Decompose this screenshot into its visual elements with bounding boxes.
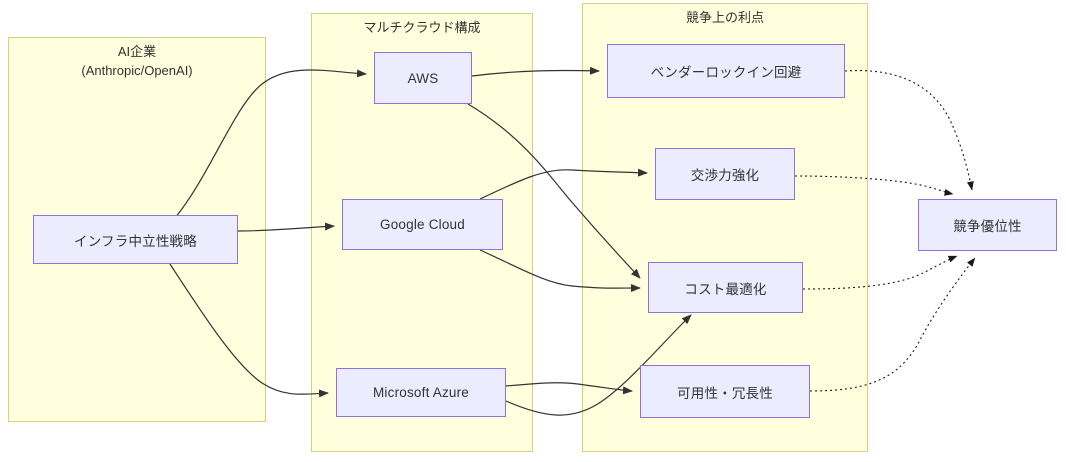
- node-negotiation[interactable]: 交渉力強化: [655, 148, 795, 200]
- node-advantage[interactable]: 競争優位性: [918, 199, 1057, 251]
- edge-strategy-gcp: [237, 222, 335, 232]
- cluster-competitive-benefits-title: 競争上の利点: [582, 8, 868, 27]
- cluster-ai-company-title: AI企業 (Anthropic/OpenAI): [8, 42, 266, 80]
- edge-availability-advantage: [809, 257, 976, 392]
- edge-vendor-lockin-advantage: [844, 70, 974, 191]
- cluster-multicloud-title-line1: マルチクラウド構成: [363, 20, 481, 35]
- cluster-ai-company-title-line2: (Anthropic/OpenAI): [81, 63, 193, 78]
- node-cost[interactable]: コスト最適化: [648, 262, 803, 313]
- node-strategy[interactable]: インフラ中立性戦略: [33, 215, 238, 264]
- node-gcp[interactable]: Google Cloud: [342, 199, 503, 250]
- edge-aws-vendor-lockin: [471, 66, 600, 77]
- edge-strategy-azure: [169, 263, 329, 398]
- node-azure[interactable]: Microsoft Azure: [336, 368, 506, 417]
- edge-gcp-cost: [479, 249, 641, 293]
- edge-gcp-negotiation: [479, 168, 648, 200]
- edge-aws-cost: [467, 103, 641, 279]
- edge-azure-availability: [505, 382, 633, 395]
- edge-strategy-aws: [174, 69, 367, 219]
- node-availability[interactable]: 可用性・冗長性: [640, 365, 810, 418]
- edge-azure-cost: [505, 314, 692, 416]
- cluster-ai-company-title-line1: AI企業: [117, 44, 157, 59]
- cluster-benefits-title-line1: 競争上の利点: [685, 10, 764, 25]
- cluster-multicloud-title: マルチクラウド構成: [311, 18, 533, 37]
- node-aws[interactable]: AWS: [374, 52, 472, 104]
- node-vendor-lockin[interactable]: ベンダーロックイン回避: [607, 44, 845, 98]
- edge-cost-advantage: [802, 255, 958, 290]
- edge-negotiation-advantage: [794, 175, 954, 196]
